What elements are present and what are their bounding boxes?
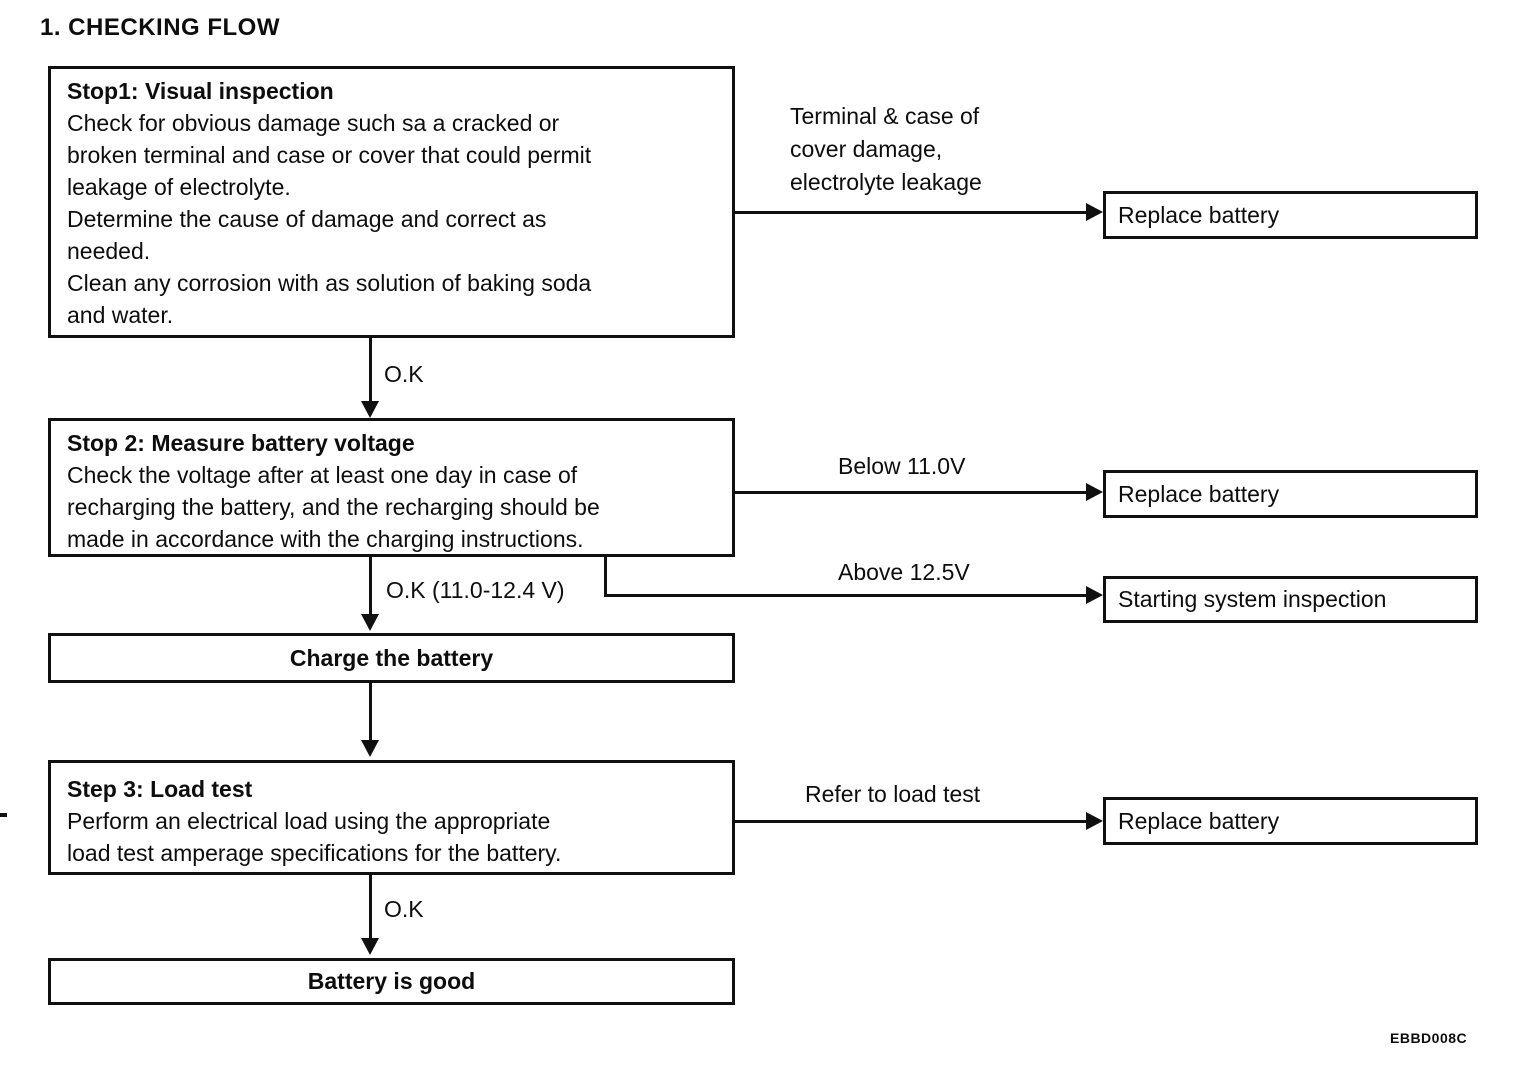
replace-battery-box-2: Replace battery xyxy=(1103,470,1478,518)
step2-below-connector-line xyxy=(733,491,1086,494)
step3-ok-connector-line xyxy=(369,875,372,941)
step3-fail-arrowhead-icon xyxy=(1086,812,1103,830)
replace-battery-box-1: Replace battery xyxy=(1103,191,1478,239)
step1-ok-arrowhead-icon xyxy=(361,401,379,418)
step1-body: Check for obvious damage such sa a crack… xyxy=(67,110,592,328)
step2-below-condition-label: Below 11.0V xyxy=(838,453,966,479)
step3-heading: Step 3: Load test xyxy=(67,776,253,802)
page-title: 1. CHECKING FLOW xyxy=(40,14,280,41)
step3-fail-condition-label: Refer to load test xyxy=(805,781,981,807)
figure-code: EBBD008C xyxy=(1390,1030,1468,1046)
step3-ok-arrowhead-icon xyxy=(361,938,379,955)
charge-to-step3-connector-line xyxy=(369,683,372,743)
step2-above-connector-stub xyxy=(604,557,607,597)
step2-ok-connector-line xyxy=(369,557,372,617)
step3-load-test-box: Step 3: Load test Perform an electrical … xyxy=(48,760,735,875)
step2-below-arrowhead-icon xyxy=(1086,483,1103,501)
step1-fail-connector-line xyxy=(733,211,1086,214)
step3-body: Perform an electrical load using the app… xyxy=(67,808,562,866)
step2-ok-arrowhead-icon xyxy=(361,614,379,631)
step2-above-connector-line xyxy=(604,594,1086,597)
charge-battery-box: Charge the battery xyxy=(48,633,735,683)
step1-ok-connector-line xyxy=(369,338,372,404)
replace-battery-box-3: Replace battery xyxy=(1103,797,1478,845)
step2-measure-voltage-box: Stop 2: Measure battery voltage Check th… xyxy=(48,418,735,557)
step1-fail-arrowhead-icon xyxy=(1086,203,1103,221)
step1-visual-inspection-box: Stop1: Visual inspection Check for obvio… xyxy=(48,66,735,338)
battery-good-box: Battery is good xyxy=(48,958,735,1005)
step3-ok-label: O.K xyxy=(384,896,424,922)
step2-above-arrowhead-icon xyxy=(1086,586,1103,604)
step1-fail-condition-label: Terminal & case of cover damage, electro… xyxy=(790,103,982,195)
charge-to-step3-arrowhead-icon xyxy=(361,740,379,757)
step2-above-condition-label: Above 12.5V xyxy=(838,559,970,585)
step3-fail-connector-line xyxy=(733,820,1086,823)
scan-artifact-tick xyxy=(0,813,7,817)
step1-ok-label: O.K xyxy=(384,361,424,387)
step2-ok-label: O.K (11.0-12.4 V) xyxy=(386,577,565,603)
step2-body: Check the voltage after at least one day… xyxy=(67,462,600,552)
step2-heading: Stop 2: Measure battery voltage xyxy=(67,430,415,456)
starting-system-inspection-box: Starting system inspection xyxy=(1103,576,1478,623)
step1-heading: Stop1: Visual inspection xyxy=(67,78,334,104)
